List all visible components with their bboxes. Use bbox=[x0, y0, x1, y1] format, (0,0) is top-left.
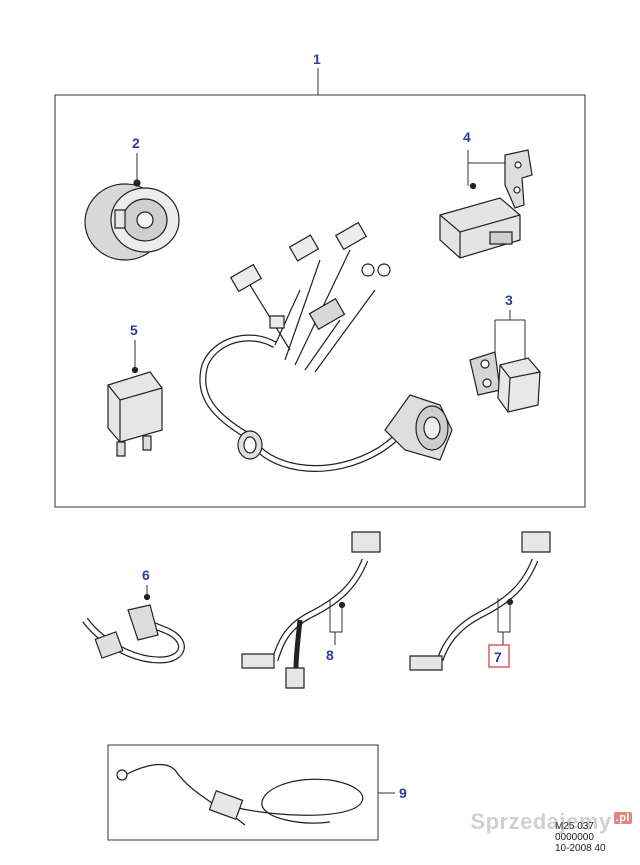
leader-8 bbox=[329, 600, 343, 645]
callout-4[interactable]: 4 bbox=[463, 129, 471, 145]
callout-5[interactable]: 5 bbox=[130, 322, 138, 338]
watermark-tag: .pl bbox=[613, 811, 632, 824]
reference-line-1: M25 037 bbox=[555, 821, 594, 832]
callout-8[interactable]: 8 bbox=[326, 647, 334, 663]
main-harness-part bbox=[203, 223, 452, 469]
watermark: Sprzedajemy.pl bbox=[470, 809, 632, 835]
cable-6-part bbox=[85, 595, 181, 661]
adapter-harness-7-part bbox=[410, 532, 550, 670]
callout-1[interactable]: 1 bbox=[313, 51, 321, 67]
callout-2[interactable]: 2 bbox=[132, 135, 140, 151]
leader-4 bbox=[467, 150, 505, 186]
watermark-text: Sprzedajemy bbox=[470, 809, 612, 834]
leader-7 bbox=[497, 598, 511, 645]
callout-6[interactable]: 6 bbox=[142, 567, 150, 583]
reference-code: M25 037 0000000 10-2008 40 bbox=[555, 821, 606, 854]
callout-7-highlight bbox=[488, 644, 510, 668]
fuse-wire-9-part bbox=[117, 764, 363, 825]
leader-3 bbox=[494, 310, 526, 360]
adapter-harness-8-part bbox=[242, 532, 380, 688]
control-module-part bbox=[440, 150, 532, 258]
flasher-relay-part bbox=[108, 368, 162, 457]
relay-part bbox=[470, 352, 540, 412]
reference-line-2: 0000000 bbox=[555, 832, 594, 843]
socket-part bbox=[85, 180, 179, 260]
kit-frame bbox=[54, 94, 586, 508]
callout-7[interactable]: 7 bbox=[494, 649, 502, 665]
callout-9[interactable]: 9 bbox=[399, 785, 407, 801]
callout-3[interactable]: 3 bbox=[505, 292, 513, 308]
item-9-frame bbox=[107, 744, 379, 841]
reference-line-3: 10-2008 40 bbox=[555, 843, 606, 854]
